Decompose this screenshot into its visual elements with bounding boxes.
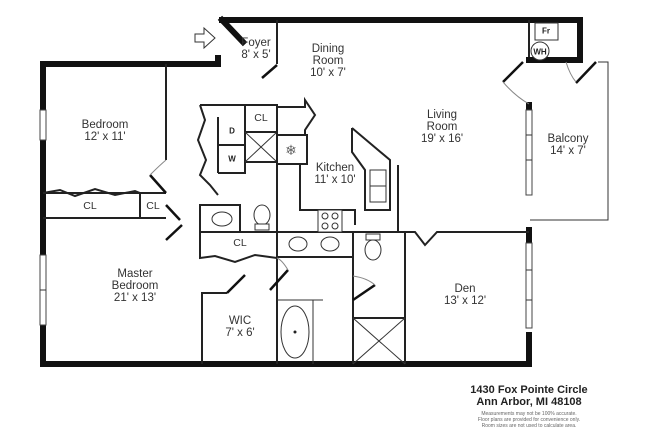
windows [39,109,533,329]
doors [149,64,376,302]
fixtures: ❄ [211,142,387,359]
room-dims: 14' x 7' [550,145,586,157]
room-name: Kitchen [315,162,355,174]
toilet-icon [253,204,271,226]
room-name: Living [426,109,458,121]
room-label-wic: WIC 7' x 6' [225,315,254,339]
closet-label: CL [254,112,268,124]
room-name: Room [312,55,344,67]
sink-icon [320,236,340,252]
room-label-bedroom: Bedroom 12' x 11' [82,119,129,143]
room-dims: 10' x 7' [310,67,346,79]
disclaimer-line: Room sizes are not used to calculate are… [481,423,577,429]
room-dims: 7' x 6' [225,327,255,339]
disclaimer-line: Measurements may not be 100% accurate. [481,411,577,417]
dryer-label: D [229,126,235,136]
room-label-living: Living Room 19' x 16' [421,109,463,145]
balcony-outline [530,61,609,221]
room-dims: 13' x 12' [443,295,487,307]
stove-icon [317,209,343,233]
sink-icon [211,211,233,227]
room-label-kitchen: Kitchen 11' x 10' [314,162,355,186]
room-dims: 21' x 13' [113,292,157,304]
closet-label: CL [146,200,160,212]
room-name: Room [426,121,458,133]
room-name: Den [454,283,476,295]
room-dims: 12' x 11' [84,131,126,143]
room-label-dining: Dining Room 10' x 7' [310,43,346,79]
closet-label: CL [83,200,97,212]
utility-closet [526,20,565,63]
room-name: Balcony [547,133,589,145]
room-name: Master [117,268,153,280]
room-label-foyer: Foyer 8' x 5' [241,37,270,61]
furnace-label: Fr [542,26,550,36]
room-dims: 8' x 5' [241,49,271,61]
closet-label: CL [233,237,247,249]
water-heater-circle [530,41,550,61]
entry-arrow-icon [194,26,216,50]
room-label-master-bedroom: Master Bedroom 21' x 13' [112,268,159,304]
address-block: 1430 Fox Pointe Circle Ann Arbor, MI 481… [449,384,609,429]
address-line-1: 1430 Fox Pointe Circle [470,384,588,396]
refrigerator-snowflake-icon: ❄ [285,142,297,158]
toilet-icon [364,239,382,261]
room-name: Bedroom [111,280,159,292]
room-dims: 11' x 10' [314,174,356,186]
room-name: Dining [311,43,345,55]
room-name: Bedroom [81,119,129,131]
room-name: WIC [228,315,252,327]
room-label-den: Den 13' x 12' [444,283,486,307]
water-heater-label: WH [533,47,547,57]
furnace-box [534,22,559,41]
sink-icon [288,236,308,252]
address-line-2: Ann Arbor, MI 48108 [476,396,582,408]
interior-walls [42,20,529,365]
room-dims: 19' x 16' [420,133,464,145]
washer-label: W [228,154,236,164]
room-name: Foyer [241,37,271,49]
room-label-balcony: Balcony 14' x 7' [548,133,589,157]
disclaimer-line: Floor plans are provided for convenience… [477,417,581,423]
